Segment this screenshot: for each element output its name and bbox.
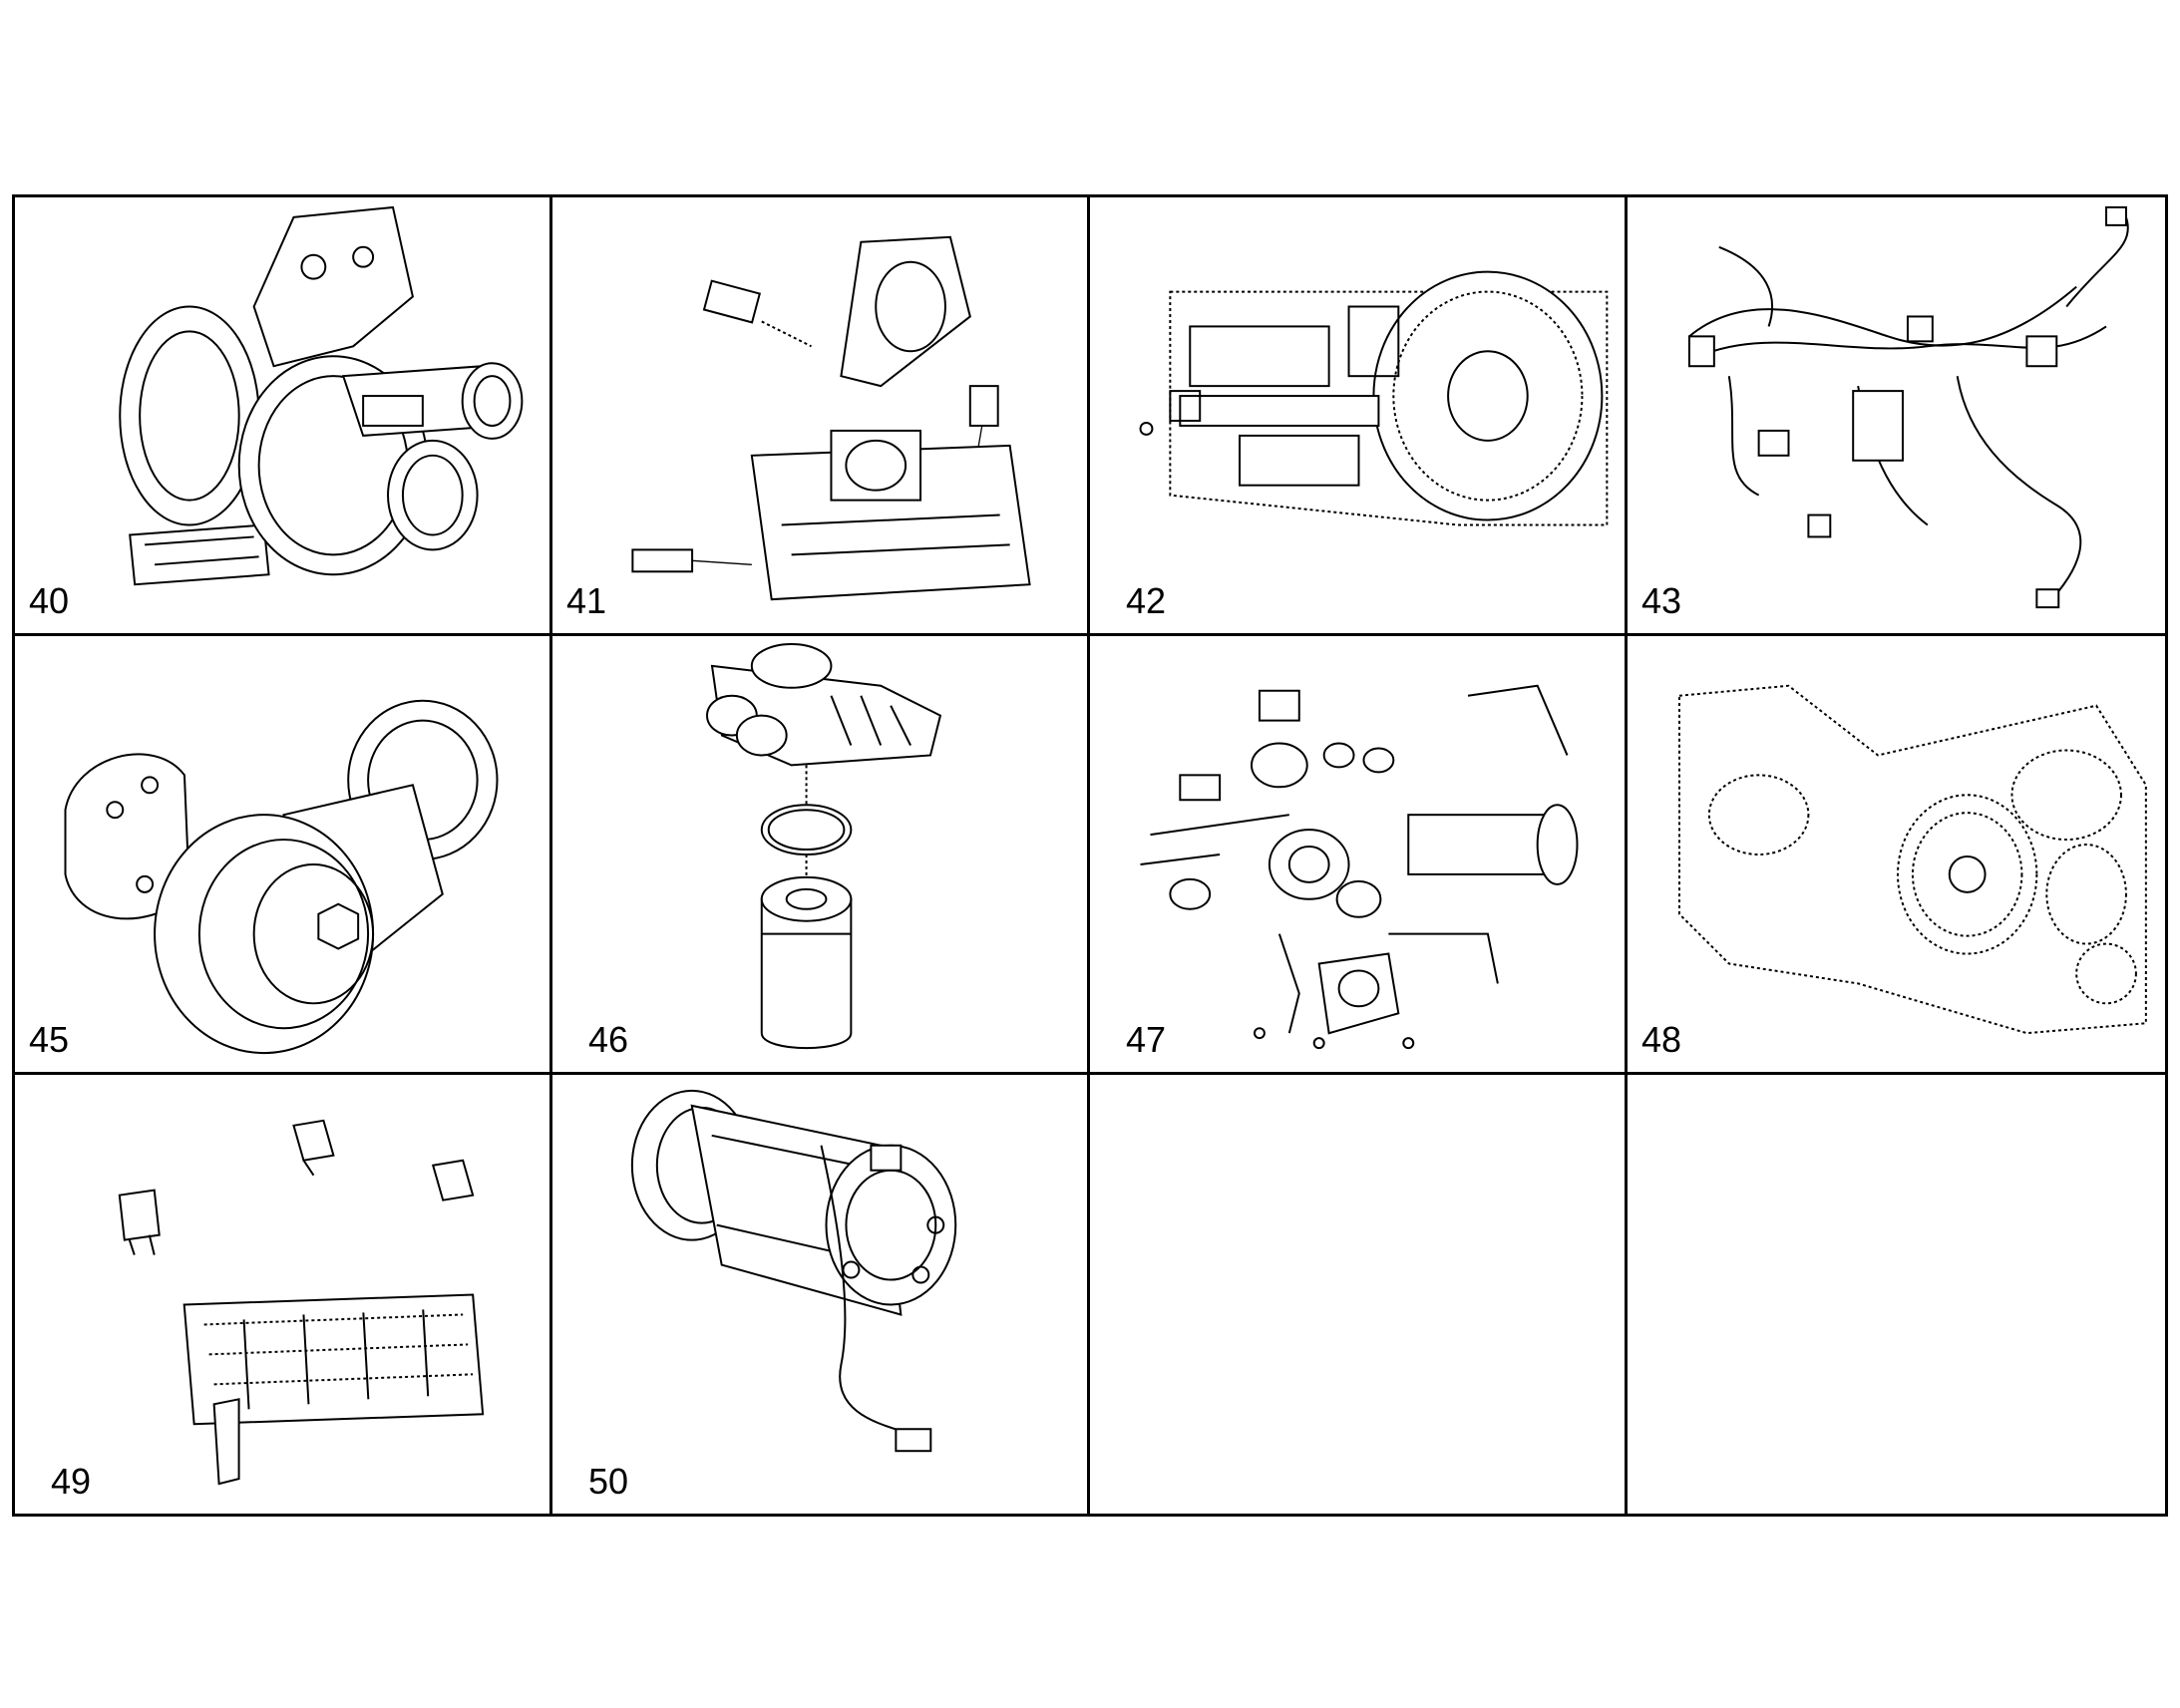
parts-grid: 40 41 (12, 194, 2168, 1517)
part-number: 41 (566, 580, 607, 621)
part-number: 46 (588, 1019, 629, 1060)
thermostat-housing-icon (631, 235, 1031, 601)
part-number: 47 (1126, 1019, 1167, 1060)
part-cell-45[interactable]: 45 (15, 636, 552, 1075)
part-cell-49[interactable]: 49 (15, 1075, 552, 1514)
part-cell-46[interactable]: 46 (552, 636, 1090, 1075)
part-cell-42[interactable]: 42 (1090, 197, 1628, 636)
part-cell-43[interactable]: 43 (1628, 197, 2165, 636)
part-cell-47[interactable]: 47 (1090, 636, 1628, 1075)
part-cell-50[interactable]: 50 (552, 1075, 1090, 1514)
wiring-harness-icon (1687, 205, 2129, 609)
egr-system-icon (1140, 684, 1579, 1050)
engine-block-icon (1139, 270, 1609, 526)
part-number: 40 (29, 580, 70, 621)
cylinder-head-icon (118, 1119, 485, 1486)
part-cell-41[interactable]: 41 (552, 197, 1090, 636)
empty-cell (1628, 1075, 2165, 1514)
part-number: 50 (588, 1461, 629, 1502)
ac-compressor-icon (630, 1089, 957, 1453)
turbocharger-icon (119, 205, 524, 586)
oil-filter-icon (706, 642, 942, 1050)
part-number: 42 (1126, 580, 1167, 621)
belt-tensioner-icon (64, 699, 499, 1055)
part-cell-48[interactable]: 48 (1628, 636, 2165, 1075)
part-number: 49 (51, 1461, 92, 1502)
part-number: 43 (1641, 580, 1682, 621)
empty-cell (1090, 1075, 1628, 1514)
gear-housing-icon (1678, 684, 2147, 1035)
part-number: 48 (1641, 1019, 1682, 1060)
part-number: 45 (29, 1019, 70, 1060)
part-cell-40[interactable]: 40 (15, 197, 552, 636)
